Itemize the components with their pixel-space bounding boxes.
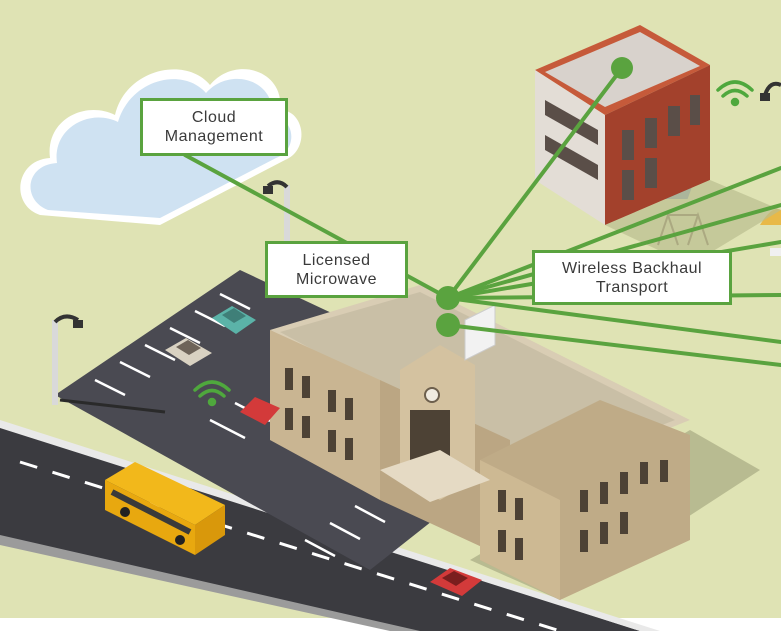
street-lamp-icon <box>760 81 781 101</box>
cloud-management-line2: Management <box>164 128 264 145</box>
office-node <box>611 57 633 79</box>
wifi-icon <box>716 80 754 107</box>
wireless-backhaul-line1: Wireless Backhaul <box>561 259 703 277</box>
cloud-management-line1: Cloud <box>191 109 237 126</box>
licensed-microwave-line1: Licensed <box>302 251 371 269</box>
link-backhaul-6 <box>446 323 781 367</box>
microwave-node <box>436 313 460 337</box>
wireless-backhaul-label: Wireless Backhaul Transport <box>532 250 732 305</box>
licensed-microwave-line2: Microwave <box>296 270 377 288</box>
licensed-microwave-label: Licensed Microwave <box>265 241 408 298</box>
car-icon <box>212 306 256 334</box>
car-icon <box>240 397 280 425</box>
wifi-icon <box>193 380 231 407</box>
street-lamp-icon <box>52 314 166 414</box>
car-icon <box>165 338 212 366</box>
school-bus-icon <box>105 462 225 555</box>
street-lamp-icon <box>263 180 290 255</box>
car-icon <box>430 568 482 596</box>
link-backhaul-5 <box>446 296 781 344</box>
wireless-backhaul-line2: Transport <box>595 278 669 296</box>
link-office-building <box>446 66 624 300</box>
link-backhaul-1 <box>446 166 781 300</box>
cloud-management-label: Cloud Management <box>140 98 288 156</box>
school-building-icon <box>270 285 690 600</box>
hub-node <box>436 286 460 310</box>
